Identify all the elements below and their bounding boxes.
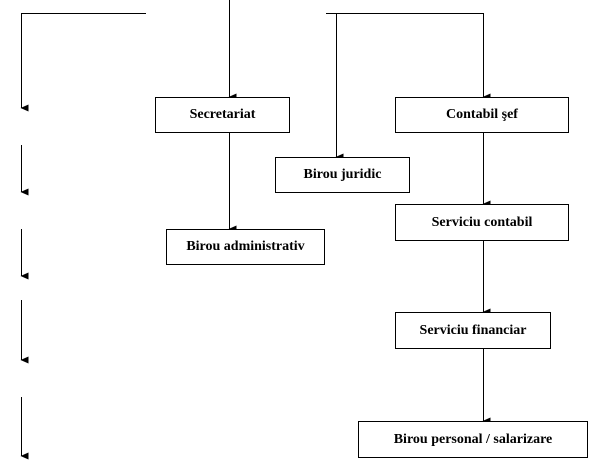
node-birou-personal: Birou personal / salarizare [358, 421, 588, 458]
node-secretariat: Secretariat [155, 97, 290, 133]
top-left-line [20, 13, 146, 112]
top-right-line [326, 13, 491, 101]
node-birou-administrativ: Birou administrativ [166, 229, 325, 265]
node-serviciu-contabil: Serviciu contabil [395, 204, 569, 241]
node-contabil-sef: Contabil şef [395, 97, 569, 133]
node-birou-juridic: Birou juridic [275, 157, 410, 193]
node-serviciu-financiar: Serviciu financiar [395, 312, 551, 349]
